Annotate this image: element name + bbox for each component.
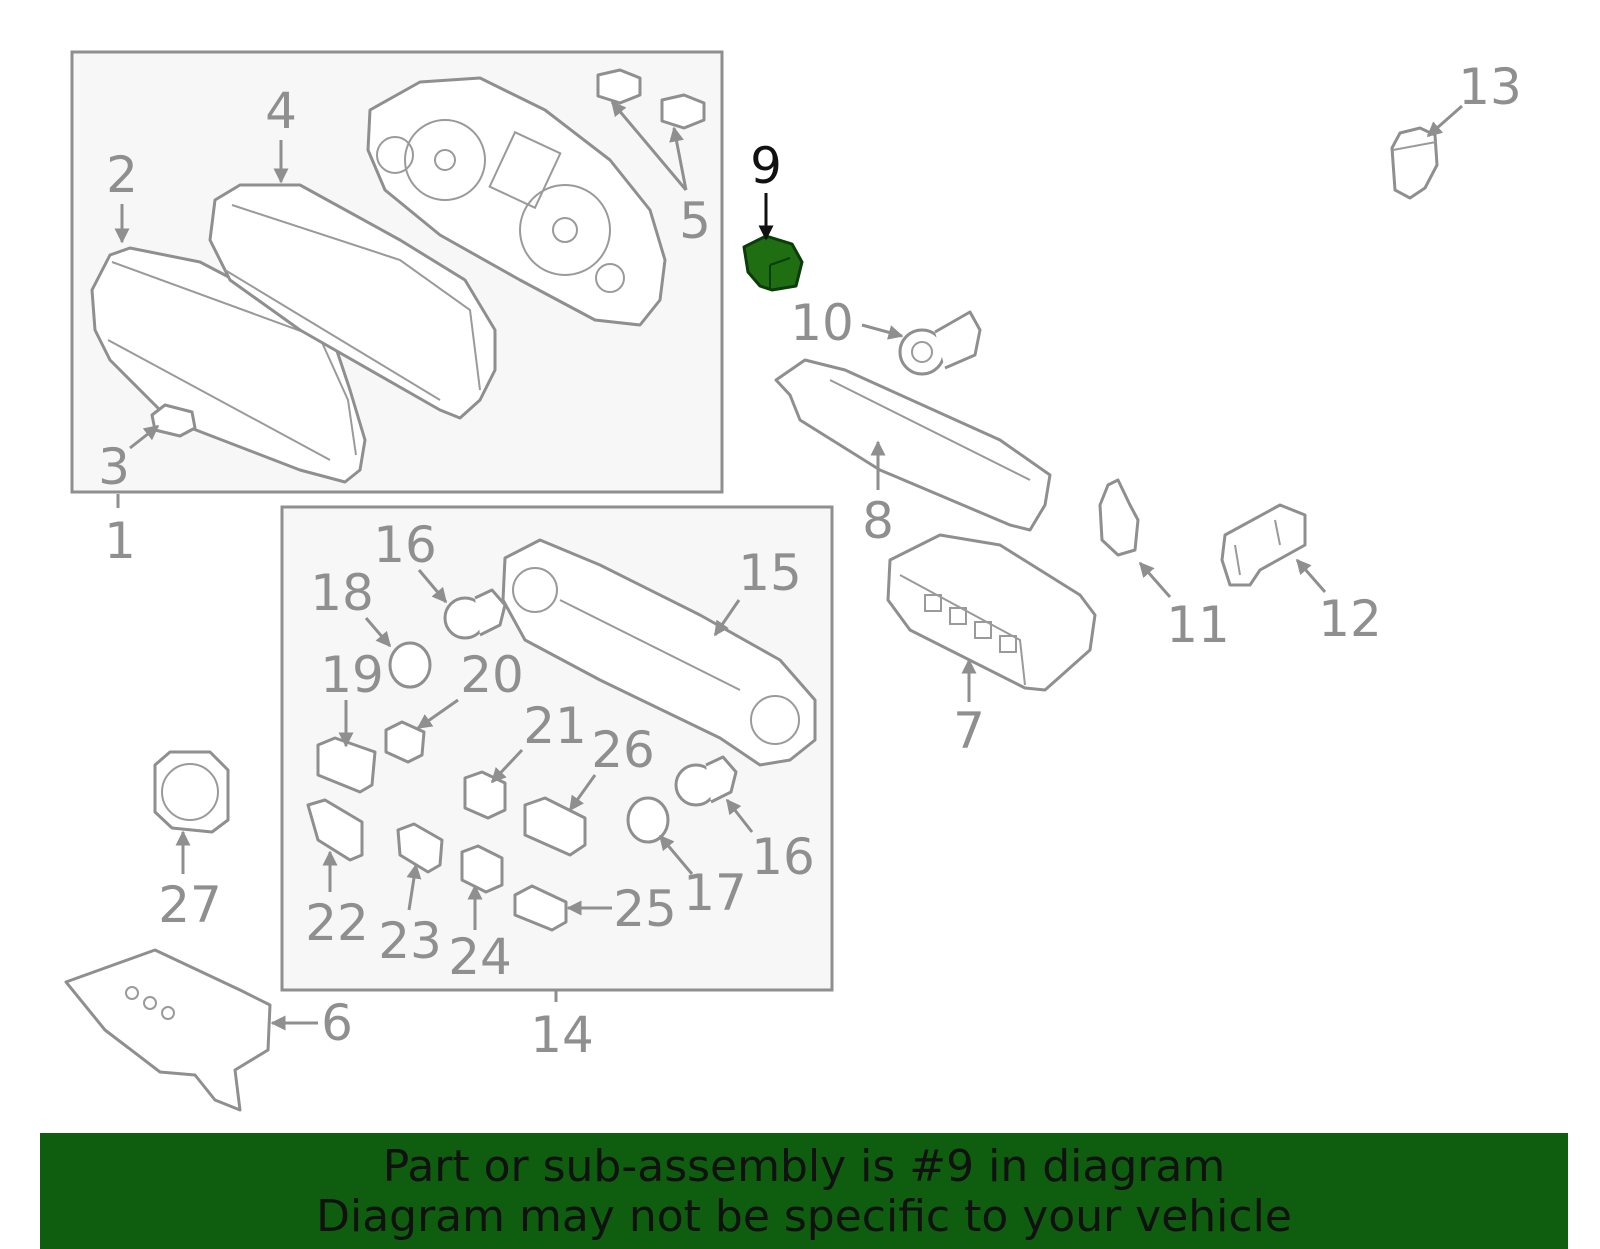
part-2-cluster-lens[interactable] [90, 246, 367, 484]
label-part-20: 20 [460, 646, 524, 704]
part-17-cap[interactable] [626, 796, 670, 844]
part-20-switch[interactable] [384, 720, 426, 764]
part-7-switch-panel[interactable] [886, 533, 1097, 692]
part-16-knob-lower[interactable] [674, 755, 738, 807]
part-23-switch[interactable] [396, 822, 444, 874]
part-12-connector[interactable] [1220, 503, 1307, 587]
part-19-switch[interactable] [316, 736, 377, 794]
part-18-cap[interactable] [388, 641, 432, 689]
part-13-button[interactable] [1390, 126, 1439, 200]
part-9-switch-highlighted[interactable] [742, 234, 804, 292]
label-part-6: 6 [321, 994, 353, 1052]
label-part-7: 7 [953, 702, 985, 760]
part-11-clip[interactable] [1098, 478, 1140, 557]
label-part-25: 25 [613, 880, 677, 938]
part-22-switch[interactable] [306, 798, 364, 862]
label-part-26: 26 [591, 721, 655, 779]
label-part-15: 15 [738, 544, 802, 602]
part-27-round-switch[interactable] [153, 750, 230, 834]
label-part-21: 21 [523, 697, 587, 755]
label-part-2: 2 [106, 146, 138, 204]
label-part-18: 18 [310, 564, 374, 622]
label-part-24: 24 [448, 928, 512, 986]
label-part-23: 23 [378, 912, 442, 970]
part-16-knob-upper[interactable] [443, 588, 507, 640]
label-part-19: 19 [320, 646, 384, 704]
part-15-control-frame[interactable] [501, 538, 817, 767]
label-part-5: 5 [679, 192, 711, 250]
label-part-1: 1 [104, 512, 136, 570]
part-26-switch[interactable] [523, 796, 587, 857]
banner-part-note: Part or sub-assembly is #9 in diagram [382, 1141, 1226, 1192]
label-part-9: 9 [750, 137, 782, 195]
part-21-switch[interactable] [463, 770, 507, 820]
label-part-4: 4 [265, 82, 297, 140]
label-part-27: 27 [158, 876, 222, 934]
part-25-switch[interactable] [513, 884, 568, 932]
label-part-16-lower: 16 [751, 828, 815, 886]
part-4-cluster-mask[interactable] [208, 183, 497, 420]
gauge-cluster-face [366, 76, 667, 327]
label-part-11: 11 [1166, 596, 1230, 654]
info-banner: Part or sub-assembly is #9 in diagram Di… [40, 1133, 1568, 1249]
label-part-3: 3 [98, 438, 130, 496]
part-24-switch[interactable] [460, 844, 504, 894]
label-part-14: 14 [530, 1006, 594, 1064]
part-10-knob[interactable] [898, 310, 982, 376]
part-6-lower-panel[interactable] [64, 948, 272, 1112]
part-5-bulbs[interactable] [596, 68, 706, 130]
label-part-16-upper: 16 [373, 516, 437, 574]
label-part-8: 8 [862, 492, 894, 550]
label-part-10: 10 [790, 294, 854, 352]
part-8-bracket[interactable] [774, 358, 1052, 532]
label-part-22: 22 [305, 894, 369, 952]
label-part-17: 17 [683, 864, 747, 922]
label-part-13: 13 [1458, 58, 1522, 116]
label-part-12: 12 [1318, 590, 1382, 648]
banner-vehicle-disclaimer: Diagram may not be specific to your vehi… [316, 1191, 1292, 1242]
part-3-clip[interactable] [150, 403, 197, 438]
